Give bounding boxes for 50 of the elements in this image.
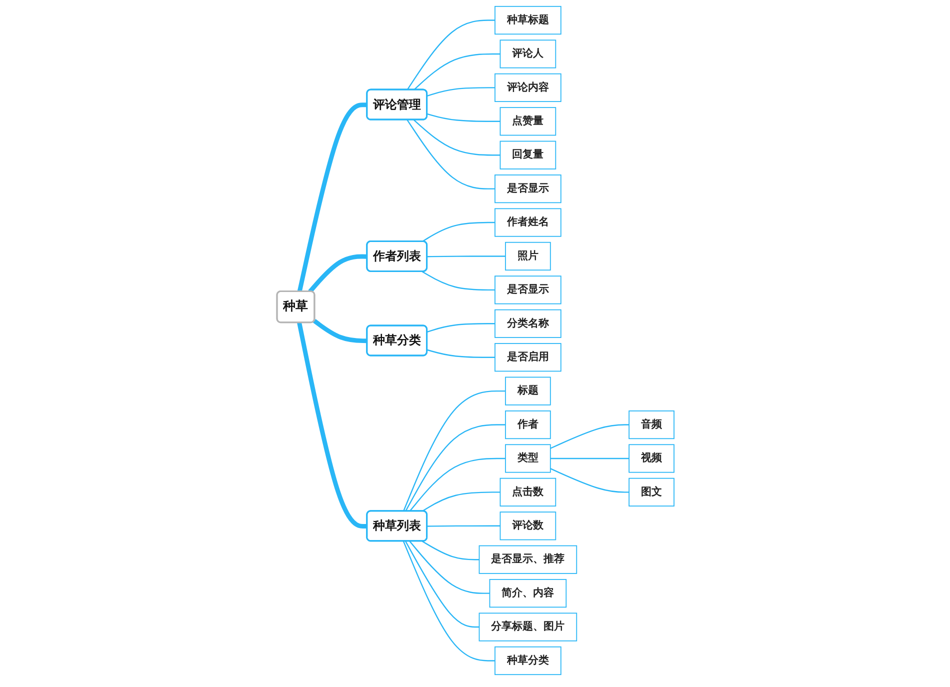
node-box: 点赞量 [499, 107, 556, 136]
node-box: 作者 [504, 410, 550, 440]
connector [412, 53, 500, 90]
node-box: 图文 [628, 478, 674, 506]
node-box: 是否显示、推荐 [478, 545, 577, 574]
node-box: 分享标题、图片 [478, 612, 577, 642]
connector [426, 113, 500, 122]
connector [406, 120, 494, 190]
connector [421, 492, 500, 512]
connector [426, 87, 494, 96]
node-box: 点击数 [499, 478, 556, 506]
node-box: 照片 [504, 242, 550, 271]
node-box: 标题 [504, 376, 550, 406]
node-box: 种草分类 [494, 646, 561, 676]
connector [408, 458, 505, 512]
connector [426, 256, 505, 258]
connector [421, 222, 494, 242]
node-box: 分类名称 [494, 309, 561, 338]
connector [426, 349, 494, 358]
node-box: 是否启用 [494, 343, 561, 372]
node-box: 回复量 [499, 140, 556, 170]
node-box: 音频 [628, 410, 674, 440]
connector [404, 424, 505, 512]
connector [408, 540, 490, 594]
connector [312, 319, 367, 344]
connector [426, 525, 500, 527]
connector [550, 468, 629, 493]
node-box: 是否显示 [494, 174, 561, 204]
connector [406, 20, 494, 90]
node-box: 是否显示 [494, 276, 561, 304]
connector [421, 540, 479, 560]
connector [550, 458, 629, 460]
node-box: 评论内容 [494, 73, 561, 102]
node-box: 作者姓名 [494, 208, 561, 237]
node-box: 类型 [504, 444, 550, 473]
connector [296, 322, 367, 529]
connector [308, 254, 367, 294]
connector [404, 540, 479, 628]
node-box: 简介、内容 [488, 579, 566, 608]
node-box: 评论人 [499, 40, 556, 68]
node-box: 视频 [628, 444, 674, 473]
connector [550, 424, 629, 449]
connector [402, 390, 505, 512]
node-box: 种草标题 [494, 6, 561, 35]
connector [421, 271, 494, 291]
connector [296, 102, 367, 292]
connector [412, 119, 500, 156]
connector [402, 541, 494, 662]
connector [426, 323, 494, 332]
node-box: 评论数 [499, 512, 556, 540]
